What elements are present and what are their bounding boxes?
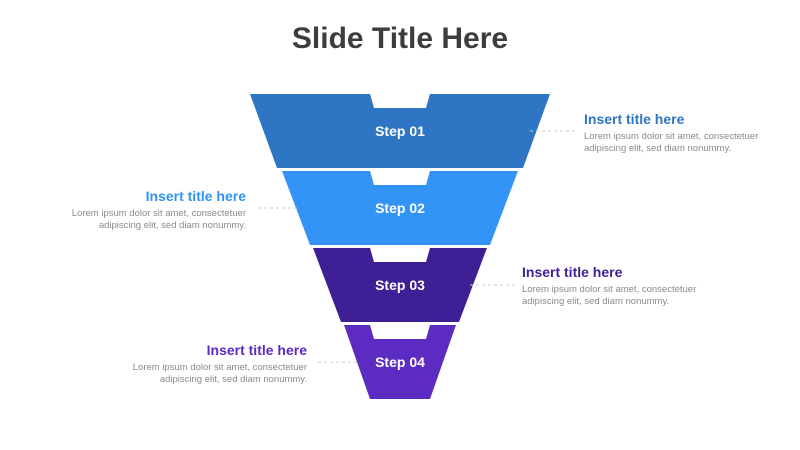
funnel-segment-3 [313,248,487,322]
step-label-2: Step 02 [375,200,425,216]
callout-step-2: Insert title here Lorem ipsum dolor sit … [46,188,246,232]
callout-step-4: Insert title here Lorem ipsum dolor sit … [107,342,307,386]
step-label-3: Step 03 [375,277,425,293]
callout-title-4: Insert title here [206,342,307,358]
callout-body-3: Lorem ipsum dolor sit amet, consectetuer… [522,284,697,307]
callout-body-2: Lorem ipsum dolor sit amet, consectetuer… [71,208,246,231]
callout-title-1: Insert title here [584,111,685,127]
funnel-segment-2 [282,171,518,245]
step-label-1: Step 01 [375,123,425,139]
step-label-4: Step 04 [375,354,425,370]
callout-step-3: Insert title here Lorem ipsum dolor sit … [522,264,722,308]
callout-title-3: Insert title here [522,264,623,280]
callout-body-1: Lorem ipsum dolor sit amet, consectetuer… [584,131,759,154]
callout-body-4: Lorem ipsum dolor sit amet, consectetuer… [132,362,307,385]
funnel-segment-1 [250,94,550,168]
callout-step-1: Insert title here Lorem ipsum dolor sit … [584,111,784,155]
callout-title-2: Insert title here [145,188,246,204]
funnel-segment-4 [344,325,456,399]
slide-title: Slide Title Here [291,22,509,55]
